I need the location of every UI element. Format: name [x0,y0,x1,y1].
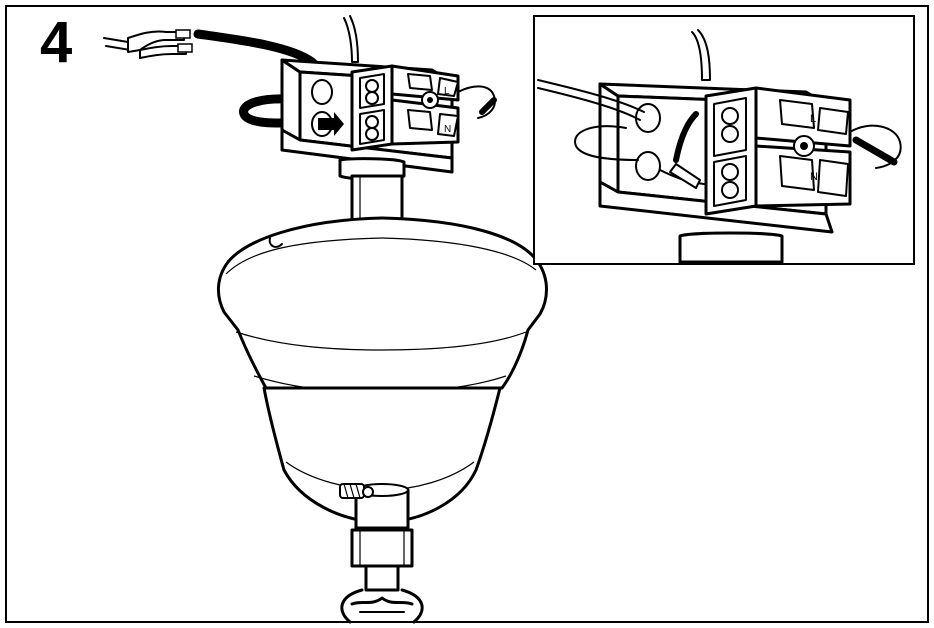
terminal-neutral-label: N [444,124,451,135]
outer-border [5,5,929,623]
terminal-block-icon [350,64,497,152]
canopy-icon [217,216,548,524]
inset-neutral-label: N [810,171,818,183]
wire-pair-icon [103,29,193,59]
terminal-live-label: L [444,86,450,97]
detail-wiring [537,29,902,234]
inset-live-label: L [810,113,816,125]
lower-fitting [350,528,414,568]
screw-icon [339,483,410,530]
step-number: 4 [40,10,73,75]
inset-stem [678,231,784,264]
cable-loop [239,94,309,128]
hook-icon [340,588,424,624]
arrow-icon [318,112,344,136]
